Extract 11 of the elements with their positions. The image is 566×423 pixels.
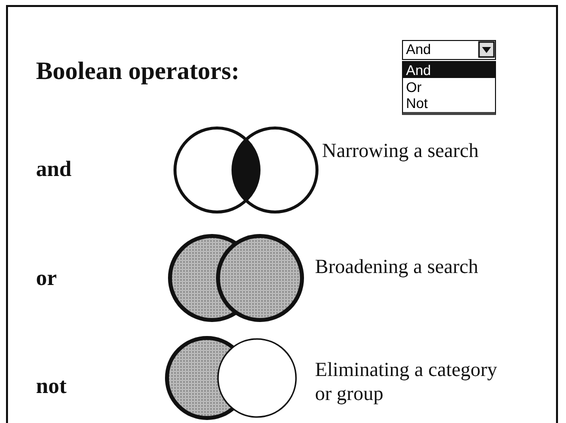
operator-label: and xyxy=(36,156,72,182)
dropdown-option-selected: And xyxy=(403,62,495,78)
operator-description: Eliminating a category or group xyxy=(315,358,498,406)
operator-label: not xyxy=(36,373,67,399)
dropdown-option: Not xyxy=(406,95,428,111)
operator-description: Narrowing a search xyxy=(322,140,479,163)
operator-description: Broadening a search xyxy=(315,256,478,279)
operator-label: or xyxy=(36,265,57,291)
dropdown-option: Or xyxy=(406,79,422,95)
slide-title: Boolean operators: xyxy=(36,58,240,86)
dropdown-value: And xyxy=(406,41,431,57)
